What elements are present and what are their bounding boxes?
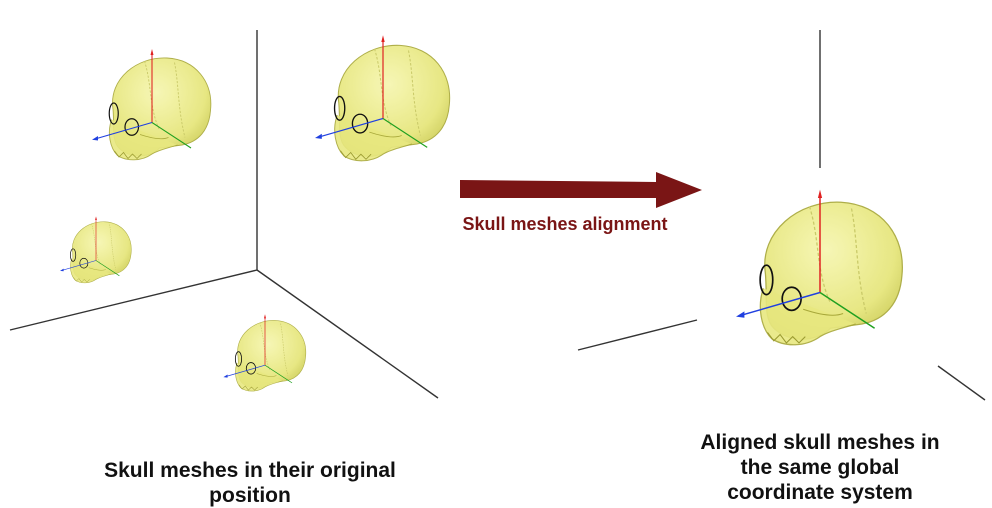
alignment-arrow xyxy=(460,172,702,208)
skull-mesh-middle-left xyxy=(60,216,131,282)
right-caption-line1: Aligned skull meshes in xyxy=(640,430,992,455)
skull-mesh-top-left xyxy=(92,49,211,160)
left-caption-line1: Skull meshes in their original xyxy=(60,458,440,483)
right-caption: Aligned skull meshes in the same global … xyxy=(640,430,992,505)
skull-mesh-bottom xyxy=(223,314,305,391)
left-caption-line2: position xyxy=(60,483,440,508)
left-caption: Skull meshes in their original position xyxy=(60,458,440,508)
arrow-label: Skull meshes alignment xyxy=(440,214,690,235)
aligned-skull-mesh xyxy=(736,190,902,345)
right-caption-line3: coordinate system xyxy=(640,480,992,505)
right-caption-line2: the same global xyxy=(640,455,992,480)
skull-mesh-top-right xyxy=(315,35,450,161)
